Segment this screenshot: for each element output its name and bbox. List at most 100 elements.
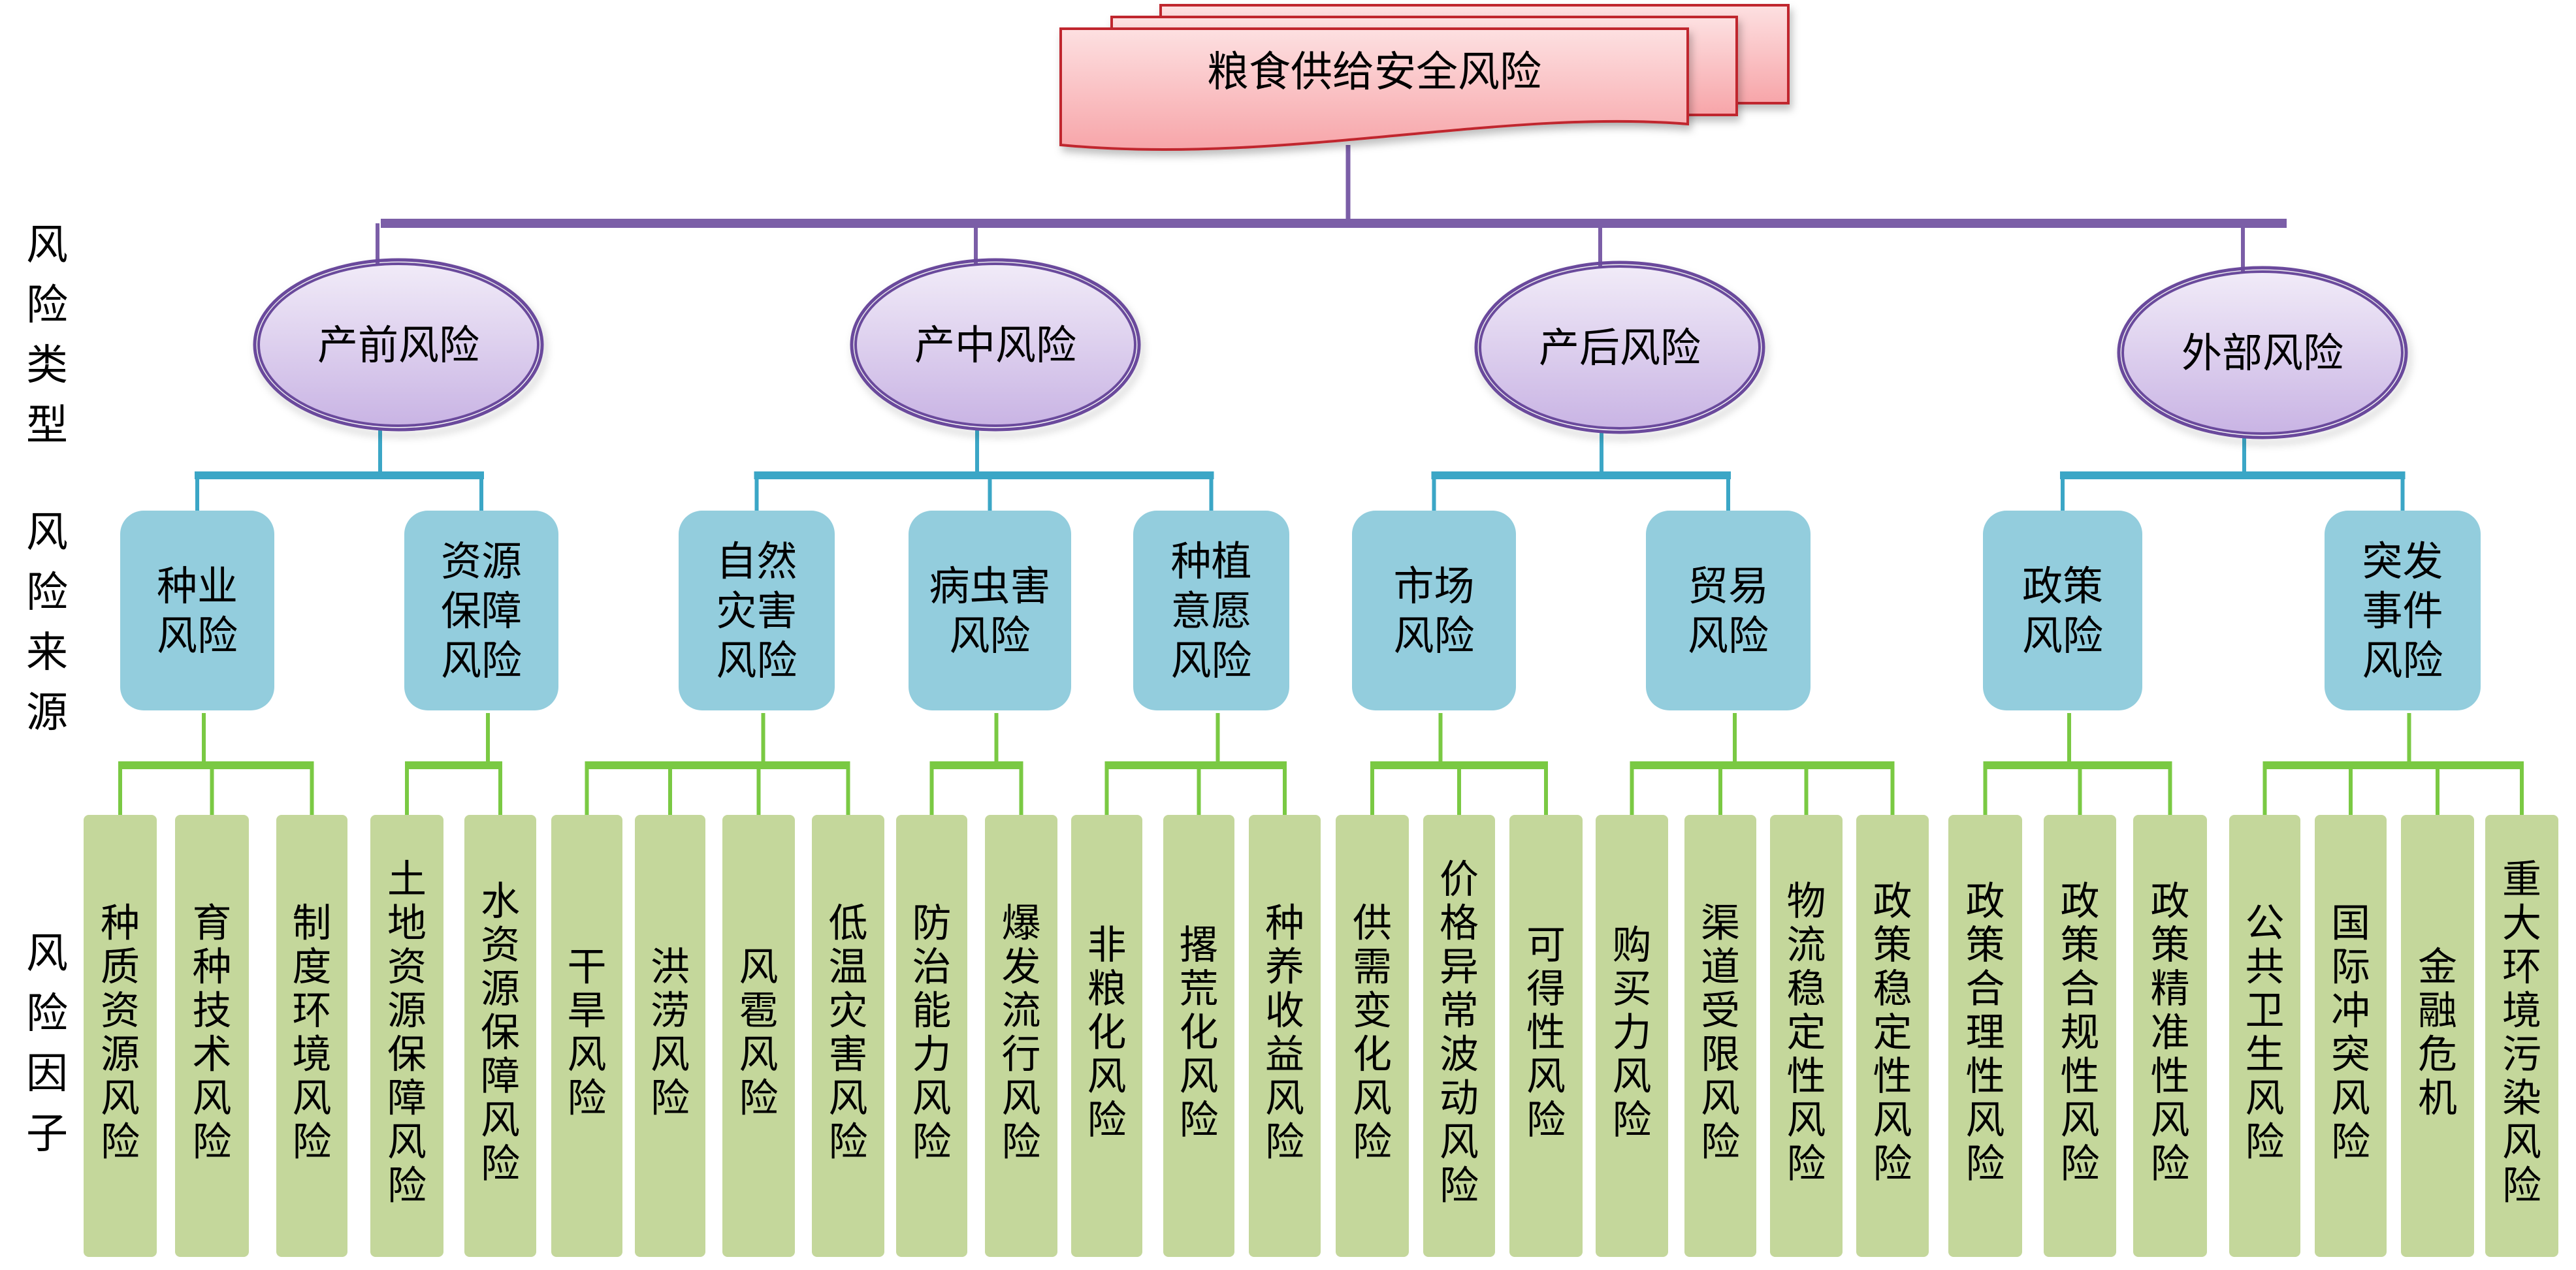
risk-factor-label: 水资源保障风险	[481, 879, 520, 1187]
risk-source-label: 资源保障风险	[441, 537, 522, 684]
risk-type-outer-ring	[2117, 266, 2408, 439]
risk-factor-node: 国际冲突风险	[2315, 815, 2387, 1257]
risk-type-outer-ring	[850, 258, 1141, 432]
risk-factor-node: 育种技术风险	[175, 815, 249, 1257]
risk-source-node: 资源保障风险	[404, 511, 558, 710]
risk-factor-label: 爆发流行风险	[1002, 901, 1041, 1166]
risk-factor-label: 政策稳定性风险	[1873, 879, 1912, 1187]
risk-factor-label: 制度环境风险	[293, 901, 332, 1166]
root-node: 粮食供给安全风险	[1059, 4, 1790, 151]
risk-source-node: 贸易风险	[1646, 511, 1811, 710]
risk-factor-box	[1336, 815, 1409, 1257]
risk-factor-nodes: 种质资源风险 育种技术风险 制度环境风险 土地资源保障风险 水资源保障风险 干旱风险 洪涝风…	[84, 815, 2558, 1257]
risk-type-nodes: 产前风险产中风险产后风险外部风险	[253, 258, 2408, 439]
risk-factor-label: 政策精准性风险	[2151, 879, 2190, 1187]
risk-source-label: 自然灾害风险	[716, 537, 797, 684]
risk-factor-label: 撂荒化风险	[1180, 923, 1219, 1143]
risk-type-ellipse	[257, 262, 539, 427]
risk-factor-box	[1249, 815, 1321, 1257]
risk-source-box	[1983, 511, 2142, 710]
risk-factor-node: 洪涝风险	[635, 815, 705, 1257]
root-title: 粮食供给安全风险	[1207, 48, 1541, 97]
risk-factor-box	[1423, 815, 1495, 1257]
risk-source-label: 种植意愿风险	[1170, 537, 1251, 684]
level-label-risk-type: 风险类型	[14, 215, 80, 456]
risk-factor-node: 低温灾害风险	[812, 815, 884, 1257]
risk-type-node: 产前风险	[253, 258, 544, 432]
risk-factor-node: 非粮化风险	[1071, 815, 1142, 1257]
risk-type-ellipse	[2121, 270, 2404, 435]
risk-factor-box	[722, 815, 795, 1257]
risk-source-node: 种植意愿风险	[1133, 511, 1289, 710]
risk-source-node: 突发事件风险	[2325, 511, 2481, 710]
risk-factor-label: 干旱风险	[568, 945, 607, 1122]
risk-factor-node: 政策合理性风险	[1948, 815, 2022, 1257]
risk-factor-box	[896, 815, 967, 1257]
risk-type-ellipse	[1479, 265, 1761, 430]
risk-factor-node: 购买力风险	[1596, 815, 1668, 1257]
risk-factor-box	[464, 815, 536, 1257]
root-node-shape	[1059, 27, 1689, 151]
risk-factor-box	[2315, 815, 2387, 1257]
risk-factor-node: 种养收益风险	[1249, 815, 1321, 1257]
risk-source-nodes: 种业风险资源保障风险自然灾害风险病虫害风险种植意愿风险市场风险贸易风险政策风险突…	[120, 511, 2481, 710]
risk-source-label: 贸易风险	[1688, 562, 1769, 659]
risk-source-box	[2325, 511, 2481, 710]
risk-factor-node: 供需变化风险	[1336, 815, 1409, 1257]
risk-type-label: 产前风险	[317, 321, 479, 369]
level-label-text: 风险因子	[26, 930, 68, 1158]
risk-factor-node: 水资源保障风险	[464, 815, 536, 1257]
risk-factor-label: 风雹风险	[739, 945, 779, 1122]
risk-factor-label: 土地资源保障风险	[387, 857, 427, 1209]
risk-factor-node: 重大环境污染风险	[2485, 815, 2558, 1257]
risk-factor-box	[1509, 815, 1583, 1257]
risk-factor-box	[1770, 815, 1843, 1257]
risk-factor-box	[1856, 815, 1929, 1257]
risk-factor-node: 价格异常波动风险	[1423, 815, 1495, 1257]
risk-factor-box	[2133, 815, 2207, 1257]
risk-factor-label: 育种技术风险	[193, 901, 232, 1166]
risk-factor-label: 种质资源风险	[101, 901, 140, 1166]
risk-factor-label: 金融危机	[2418, 945, 2457, 1122]
risk-source-box	[404, 511, 558, 710]
risk-factor-node: 渠道受限风险	[1684, 815, 1756, 1257]
risk-source-label: 政策风险	[2022, 562, 2103, 659]
risk-factor-node: 制度环境风险	[276, 815, 347, 1257]
risk-factor-label: 防治能力风险	[912, 901, 952, 1166]
risk-factor-node: 公共卫生风险	[2229, 815, 2300, 1257]
risk-factor-box	[1596, 815, 1668, 1257]
risk-type-node: 外部风险	[2117, 266, 2408, 439]
risk-source-label: 种业风险	[157, 562, 238, 659]
risk-factor-label: 购买力风险	[1613, 923, 1652, 1143]
risk-factor-node: 撂荒化风险	[1163, 815, 1234, 1257]
risk-type-node: 产中风险	[850, 258, 1141, 432]
risk-factor-box	[1948, 815, 2022, 1257]
level-label-text: 风险来源	[26, 509, 68, 737]
risk-factor-box	[1163, 815, 1234, 1257]
risk-factor-node: 土地资源保障风险	[370, 815, 443, 1257]
risk-source-node: 病虫害风险	[909, 511, 1071, 710]
risk-factor-label: 价格异常波动风险	[1440, 857, 1479, 1209]
risk-factor-box	[2485, 815, 2558, 1257]
risk-source-node: 种业风险	[120, 511, 274, 710]
risk-factor-label: 重大环境污染风险	[2502, 857, 2541, 1209]
risk-type-outer-ring	[253, 258, 544, 432]
level-label-text: 风险类型	[26, 221, 68, 450]
risk-factor-box	[370, 815, 443, 1257]
risk-factor-label: 渠道受限风险	[1701, 901, 1740, 1166]
risk-factor-label: 政策合理性风险	[1966, 879, 2005, 1187]
risk-source-box	[1133, 511, 1289, 710]
risk-factor-label: 洪涝风险	[651, 945, 690, 1122]
risk-factor-label: 非粮化风险	[1087, 923, 1127, 1143]
risk-factor-box	[635, 815, 705, 1257]
risk-type-label: 产中风险	[914, 321, 1076, 369]
risk-factor-box	[551, 815, 622, 1257]
risk-factor-node: 金融危机	[2401, 815, 2474, 1257]
risk-factor-node: 种质资源风险	[84, 815, 157, 1257]
risk-factor-label: 可得性风险	[1526, 923, 1566, 1143]
risk-factor-node: 防治能力风险	[896, 815, 967, 1257]
risk-factor-box	[2229, 815, 2300, 1257]
risk-factor-box	[276, 815, 347, 1257]
risk-factor-box	[175, 815, 249, 1257]
risk-factor-box	[812, 815, 884, 1257]
